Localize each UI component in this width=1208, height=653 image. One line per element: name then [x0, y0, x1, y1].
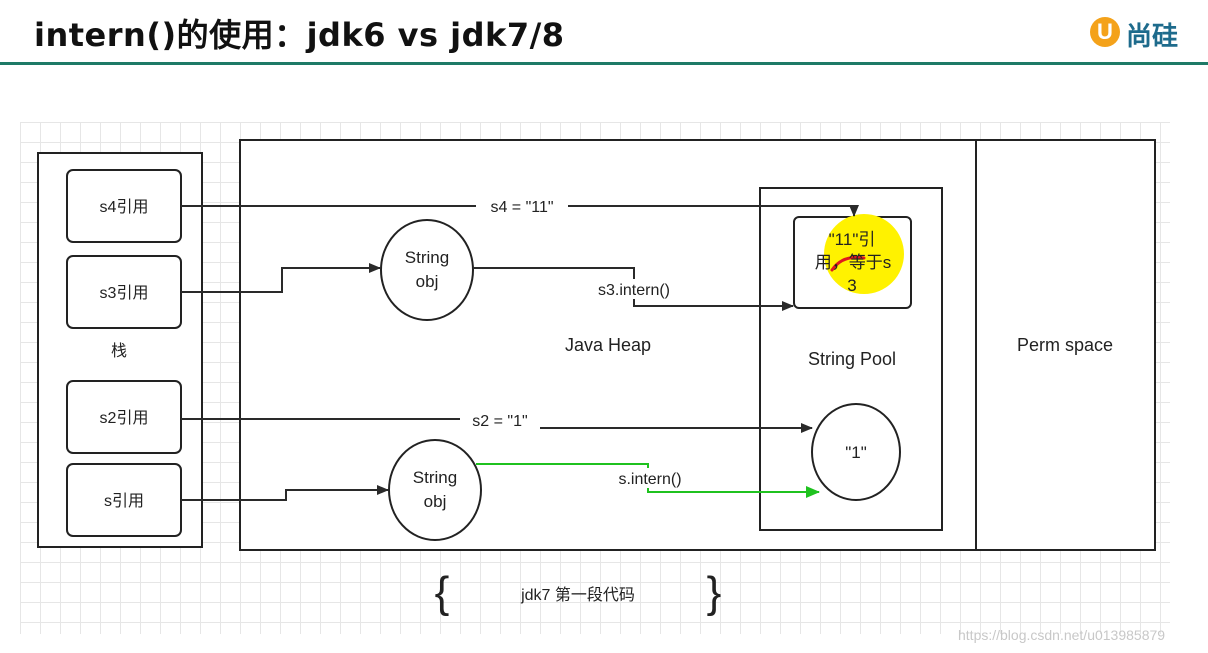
logo-icon: U — [1090, 17, 1120, 47]
header: intern()的使用：jdk6 vs jdk7/8 U 尚硅 — [0, 0, 1208, 66]
edge-label-s-intern: s.intern() — [618, 471, 681, 488]
perm-space-frame — [975, 139, 1156, 551]
java-heap-label: Java Heap — [565, 335, 651, 355]
right-brace: } — [707, 568, 722, 617]
left-brace: { — [435, 568, 450, 617]
stack-item-s2 — [66, 380, 182, 454]
string-pool-label: String Pool — [808, 349, 896, 369]
stack-item-s4-label: s4引用 — [100, 198, 149, 216]
pool-entry-11-line1: "11"引 — [829, 230, 876, 249]
string-obj-1-line2: obj — [416, 272, 439, 291]
edge-label-s2-bg — [460, 410, 540, 430]
stack-item-s3-label: s3引用 — [100, 284, 149, 302]
caption: jdk7 第一段代码 — [520, 586, 635, 604]
perm-space-label: Perm space — [1017, 335, 1113, 355]
string-obj-1-line1: String — [405, 248, 449, 267]
watermark: https://blog.csdn.net/u013985879 — [958, 627, 1166, 643]
logo-text: 尚硅 — [1126, 22, 1179, 52]
edge-label-s3-intern: s3.intern() — [598, 282, 670, 299]
string-obj-2-line1: String — [413, 468, 457, 487]
arrow-s3 — [181, 263, 381, 293]
pool-entry-11-line3: 3 — [847, 276, 856, 295]
arrow-s4 — [181, 205, 859, 217]
pool-entry-11-line2: 用，等于s — [815, 253, 892, 272]
edge-label-s4-bg — [476, 196, 568, 216]
stack-label: 栈 — [111, 342, 127, 360]
page-title: intern()的使用：jdk6 vs jdk7/8 — [34, 16, 565, 54]
red-underline-mark — [830, 255, 866, 272]
arrow-s — [181, 485, 389, 501]
string-obj-1 — [380, 219, 474, 321]
edge-label-s-intern-bg — [606, 468, 694, 488]
string-obj-2-line2: obj — [424, 492, 447, 511]
pool-entry-1 — [811, 403, 901, 501]
stack-item-s-label: s引用 — [104, 492, 144, 510]
edge-label-s4: s4 = "11" — [490, 199, 553, 216]
pool-entry-1-label: "1" — [845, 443, 867, 462]
edge-label-s2: s2 = "1" — [472, 413, 527, 430]
edge-label-s3-intern-bg — [586, 279, 682, 299]
string-obj-2 — [388, 439, 482, 541]
brand-logo: U 尚硅 — [1088, 12, 1208, 52]
header-divider — [0, 62, 1208, 65]
stack-item-s2-label: s2引用 — [100, 409, 149, 427]
highlight-mark — [824, 214, 904, 294]
